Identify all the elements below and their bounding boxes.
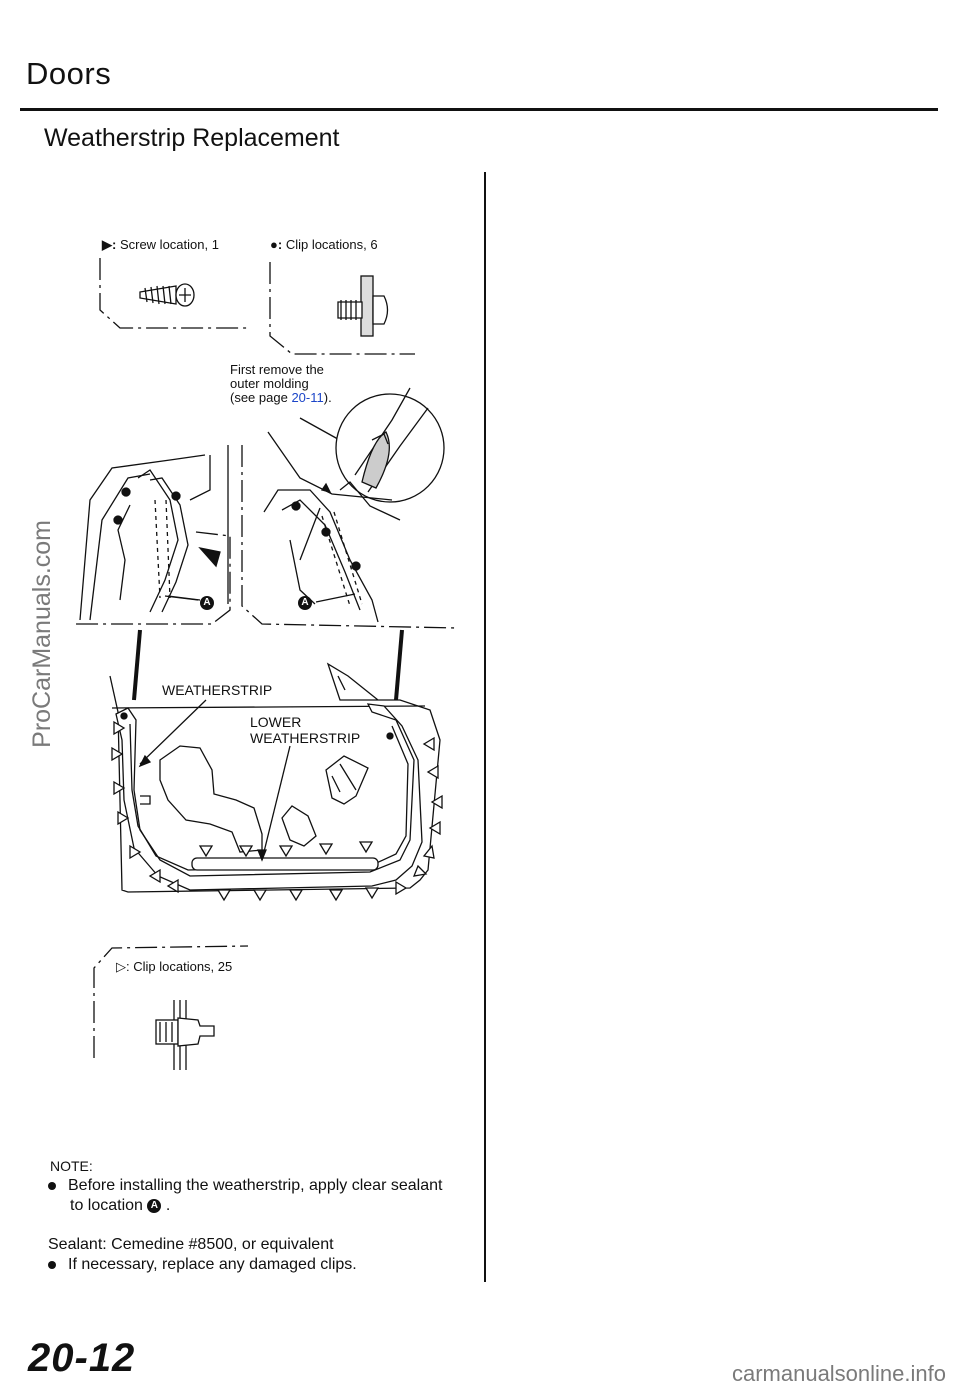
screw-callout-frame bbox=[99, 258, 250, 329]
clip-bottom-legend-label: Clip locations, 25 bbox=[133, 959, 233, 974]
right-pillar-sketch bbox=[241, 431, 459, 629]
location-a-badge: A bbox=[298, 595, 312, 610]
lower-weatherstrip-line2: WEATHERSTRIP bbox=[250, 730, 361, 746]
note-bullet-1: Before installing the weatherstrip, appl… bbox=[48, 1177, 442, 1195]
bullet-icon bbox=[48, 1260, 56, 1269]
screw-legend: ▶: Screw location, 1 bbox=[102, 237, 219, 252]
weatherstrip-label: WEATHERSTRIP bbox=[162, 682, 273, 698]
first-remove-line1: First remove the bbox=[230, 362, 324, 377]
note-bullet-1-cont: to location A . bbox=[70, 1197, 171, 1214]
sealant-line: Sealant: Cemedine #8500, or equivalent bbox=[48, 1236, 334, 1253]
note-bullet-2: If necessary, replace any damaged clips. bbox=[48, 1256, 357, 1274]
watermark-left: ProCarManuals.com bbox=[28, 520, 56, 748]
watermark-bottom: carmanualsonline.info bbox=[731, 1361, 946, 1386]
location-a-badge: A bbox=[147, 1198, 162, 1213]
location-a-badge: A bbox=[200, 595, 214, 610]
see-page-prefix: (see page bbox=[230, 390, 292, 405]
first-remove-callout: First remove the outer molding (see page… bbox=[230, 363, 332, 405]
clip-bottom-icon bbox=[155, 1000, 215, 1070]
location-a-left: A bbox=[200, 594, 214, 612]
section-title: Doors bbox=[26, 56, 112, 91]
clip-top-icon bbox=[337, 275, 389, 337]
detail-circle bbox=[335, 387, 445, 503]
see-page-link[interactable]: 20-11 bbox=[291, 390, 324, 405]
clip-bottom-legend: ▷: Clip locations, 25 bbox=[116, 959, 233, 974]
bullet-icon bbox=[48, 1181, 56, 1190]
lower-weatherstrip-line1: LOWER bbox=[250, 714, 302, 730]
screw-legend-label: Screw location, 1 bbox=[119, 237, 219, 252]
clip-top-callout-frame bbox=[269, 262, 415, 355]
note-bullet-1-cont-text: to location bbox=[70, 1197, 143, 1214]
clip-top-legend: ●: Clip locations, 6 bbox=[270, 237, 378, 252]
first-remove-line2: outer molding bbox=[230, 376, 309, 391]
note-bullet-1-text: Before installing the weatherstrip, appl… bbox=[68, 1177, 443, 1194]
clip-top-legend-label: Clip locations, 6 bbox=[285, 237, 378, 252]
see-page-suffix: ). bbox=[323, 390, 332, 405]
section-rule bbox=[20, 108, 938, 111]
clip-markers bbox=[111, 720, 443, 902]
screw-icon bbox=[139, 283, 195, 307]
left-pillar-sketch bbox=[76, 445, 231, 625]
column-divider bbox=[484, 172, 486, 1282]
note-heading: NOTE: bbox=[50, 1158, 93, 1174]
door-panel bbox=[109, 662, 441, 893]
lower-weatherstrip-label: LOWER WEATHERSTRIP bbox=[250, 714, 360, 746]
see-page-line: (see page 20-11). bbox=[230, 391, 332, 405]
page-number: 20-12 bbox=[28, 1336, 136, 1380]
page-title: Weatherstrip Replacement bbox=[44, 124, 340, 152]
location-a-right: A bbox=[298, 594, 312, 612]
clip-bottom-callout-frame bbox=[93, 945, 249, 1058]
note-bullet-2-text: If necessary, replace any damaged clips. bbox=[68, 1256, 357, 1273]
